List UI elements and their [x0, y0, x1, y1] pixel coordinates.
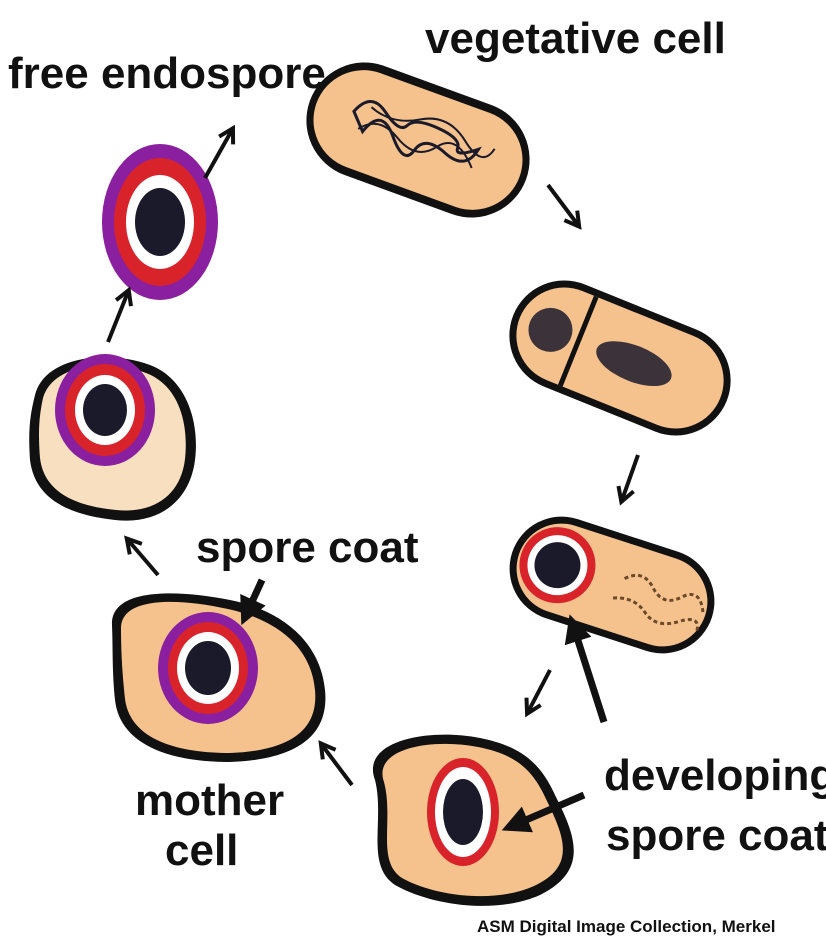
arrow-1	[548, 185, 578, 225]
arrow-3	[528, 670, 550, 712]
arrow-6	[108, 292, 128, 342]
arrow-5	[128, 540, 158, 575]
label-mother-cell-line1: mother	[135, 776, 284, 825]
septum-cell	[493, 264, 747, 452]
image-credit: ASM Digital Image Collection, Merkel	[477, 917, 776, 936]
label-free-endospore: free endospore	[8, 49, 326, 98]
arrow-7	[205, 130, 232, 178]
developing-pointer-upper	[573, 625, 604, 722]
vegetative-cell	[290, 46, 546, 234]
label-mother-cell-line2: cell	[165, 826, 238, 875]
lysing-cell	[29, 354, 196, 521]
free-endospore	[102, 144, 218, 300]
label-spore-coat: spore coat	[196, 523, 419, 572]
arrow-2	[622, 455, 638, 500]
forespore-cell	[496, 503, 728, 667]
mother-cell	[112, 593, 325, 762]
arrow-4	[322, 745, 352, 785]
developing-spore-cell	[373, 735, 574, 906]
label-vegetative-cell: vegetative cell	[425, 14, 726, 63]
label-developing-line1: developing	[604, 751, 826, 800]
label-developing-line2: spore coat	[606, 811, 826, 860]
